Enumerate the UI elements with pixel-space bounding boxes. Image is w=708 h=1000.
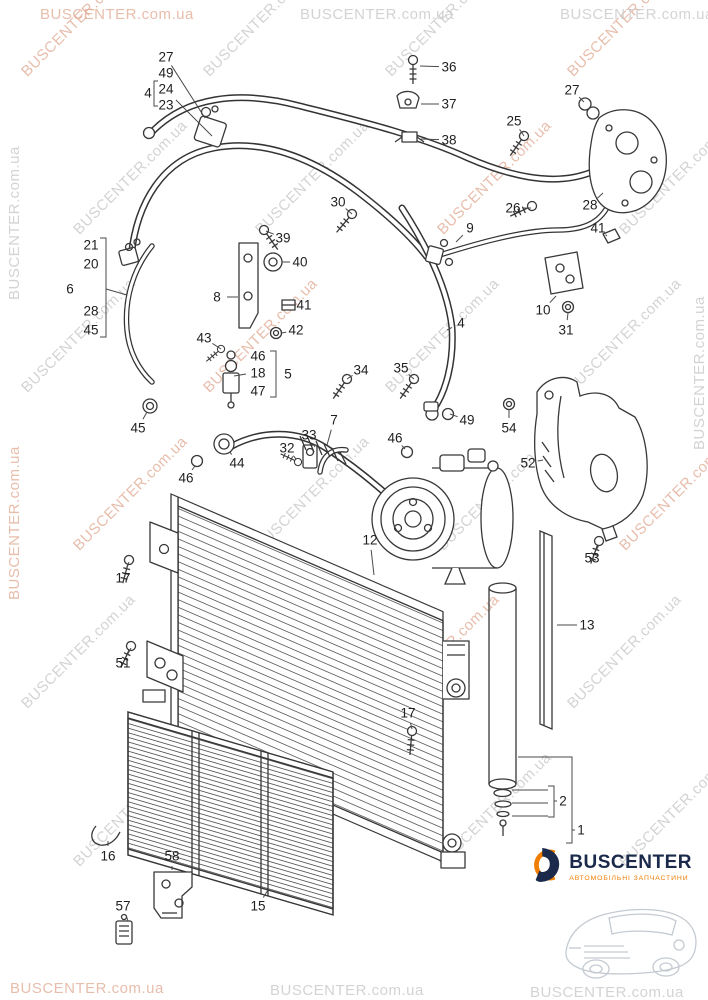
part-number-45: 45 xyxy=(130,420,146,436)
part-number-4: 4 xyxy=(457,315,465,331)
part-number-17: 17 xyxy=(400,705,416,721)
part-number-6: 6 xyxy=(66,281,74,297)
part-number-38: 38 xyxy=(441,132,457,148)
part-number-1: 1 xyxy=(577,822,585,838)
part-number-58: 58 xyxy=(164,848,180,864)
part-number-17: 17 xyxy=(115,570,131,586)
part-number-49: 49 xyxy=(158,65,174,81)
part-number-36: 36 xyxy=(441,59,457,75)
part-number-37: 37 xyxy=(441,96,457,112)
part-number-31: 31 xyxy=(558,322,574,338)
watermark-text: BUSCENTER.com.ua xyxy=(560,6,708,23)
part-number-10: 10 xyxy=(535,302,551,318)
part-number-7: 7 xyxy=(330,412,338,428)
part-number-18: 18 xyxy=(250,365,266,381)
part-number-24: 24 xyxy=(158,81,174,97)
part-number-8: 8 xyxy=(213,289,221,305)
part-number-16: 16 xyxy=(100,848,116,864)
receiver-drier-drawing xyxy=(488,582,517,836)
part-number-30: 30 xyxy=(330,194,346,210)
car-sketch xyxy=(554,890,704,990)
part-number-35: 35 xyxy=(393,360,409,376)
part-number-28: 28 xyxy=(582,197,598,213)
part-number-46: 46 xyxy=(250,348,266,364)
watermark-text: BUSCENTER.com.ua xyxy=(10,980,164,997)
part-number-9: 9 xyxy=(466,220,474,236)
part-number-20: 20 xyxy=(83,256,99,272)
part-number-46: 46 xyxy=(178,470,194,486)
watermark-text: BUSCENTER.com.ua xyxy=(530,984,684,1000)
compressor-drawing xyxy=(371,401,514,585)
part-number-27: 27 xyxy=(564,82,580,98)
part-number-44: 44 xyxy=(229,455,245,471)
part-number-25: 25 xyxy=(506,113,522,129)
part-number-32: 32 xyxy=(279,440,295,456)
logo-tagline: АВТОМОБІЛЬНІ ЗАПЧАСТИНИ xyxy=(569,875,689,882)
part-number-15: 15 xyxy=(250,898,266,914)
part-number-34: 34 xyxy=(353,362,369,378)
watermark-text: BUSCENTER.com.ua xyxy=(270,982,424,999)
part-number-4: 4 xyxy=(144,85,152,101)
grille-drawing xyxy=(127,711,334,916)
buscenter-logo: BUSCENTER АВТОМОБІЛЬНІ ЗАПЧАСТИНИ xyxy=(530,846,692,889)
buscenter-logo-icon xyxy=(530,846,562,889)
part-number-53: 53 xyxy=(584,550,600,566)
seal-strip-drawing xyxy=(539,530,553,730)
part-number-49: 49 xyxy=(459,412,475,428)
logo-wordmark: BUSCENTER xyxy=(569,852,692,873)
part-number-46: 46 xyxy=(387,430,403,446)
part-number-54: 54 xyxy=(501,420,517,436)
part-number-52: 52 xyxy=(520,455,536,471)
part-number-13: 13 xyxy=(579,617,595,633)
part-number-40: 40 xyxy=(292,254,308,270)
part-number-51: 51 xyxy=(115,655,131,671)
part-number-26: 26 xyxy=(505,200,521,216)
shield-drawing xyxy=(534,376,648,542)
part-number-42: 42 xyxy=(288,322,304,338)
watermark-text: BUSCENTER.com.ua xyxy=(40,6,194,23)
part-number-33: 33 xyxy=(301,427,317,443)
part-number-21: 21 xyxy=(83,237,99,253)
part-number-57: 57 xyxy=(115,898,131,914)
part-number-41: 41 xyxy=(590,220,606,236)
part-number-28: 28 xyxy=(83,303,99,319)
part-number-2: 2 xyxy=(559,793,567,809)
part-number-39: 39 xyxy=(275,230,291,246)
part-number-45: 45 xyxy=(83,322,99,338)
part-number-27: 27 xyxy=(158,49,174,65)
part-number-23: 23 xyxy=(158,97,174,113)
part-number-5: 5 xyxy=(284,366,292,382)
part-number-43: 43 xyxy=(196,330,212,346)
part-number-12: 12 xyxy=(362,532,378,548)
watermark-text: BUSCENTER.com.ua xyxy=(300,6,454,23)
part-number-41: 41 xyxy=(296,297,312,313)
part-number-47: 47 xyxy=(250,383,266,399)
